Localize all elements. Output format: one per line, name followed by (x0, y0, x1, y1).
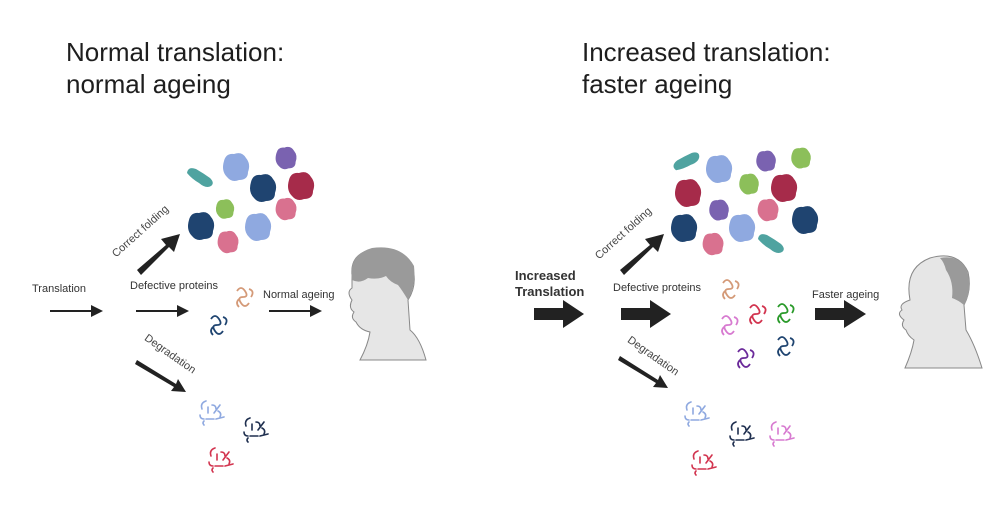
right-folded-proteins (671, 145, 819, 256)
folded-protein (288, 172, 315, 200)
degraded-fragments (199, 400, 225, 426)
right-arrows (534, 234, 866, 388)
right-degraded-proteins (684, 401, 795, 476)
degradation-arrow (135, 360, 186, 392)
degraded-fragments (684, 401, 710, 427)
folded-protein (671, 145, 702, 178)
translation-label: Translation (32, 283, 87, 295)
left-arrows (50, 234, 322, 392)
folded-protein (275, 197, 297, 221)
defective-protein (737, 348, 755, 369)
folded-protein (245, 213, 272, 241)
defective-protein (210, 315, 228, 336)
folded-protein (250, 174, 277, 202)
folded-protein (792, 206, 819, 234)
translation-arrow (534, 300, 584, 328)
degraded-fragments (729, 421, 755, 447)
defective-proteins-label: Defective proteins (613, 282, 702, 294)
folded-protein (709, 199, 729, 221)
panel-left-title: Normal translation: normal ageing (66, 36, 284, 100)
folded-protein (758, 234, 784, 253)
defective-arrow (621, 300, 671, 328)
title-line-1: Normal translation: (66, 37, 285, 67)
folded-protein (757, 198, 779, 222)
defective-protein (777, 336, 795, 357)
defective-protein (777, 303, 795, 324)
folded-protein (771, 174, 798, 202)
right-defective-proteins (721, 279, 795, 369)
left-folded-proteins (187, 146, 315, 254)
faster-ageing-label: Faster ageing (812, 289, 880, 301)
defective-protein (722, 279, 740, 300)
left-degraded-proteins (199, 400, 269, 473)
increased-translation-label: Increased Translation (515, 268, 585, 299)
folded-protein (275, 146, 297, 170)
correct-folding-arrow (620, 234, 664, 275)
left-defective-proteins (210, 287, 254, 336)
degradation-arrow (618, 356, 668, 388)
folded-protein (223, 153, 250, 181)
young-person-icon (348, 247, 427, 361)
defective-proteins-label: Defective proteins (130, 280, 219, 292)
old-person-icon (898, 255, 983, 369)
ageing-arrow (815, 300, 866, 328)
title-line-2: faster ageing (582, 69, 733, 99)
defective-protein (749, 304, 767, 325)
correct-folding-arrow (137, 234, 180, 275)
folded-protein (702, 232, 724, 256)
folded-protein (791, 147, 811, 169)
folded-protein (739, 173, 759, 195)
folded-protein (671, 214, 698, 242)
degraded-fragments (243, 417, 269, 443)
folded-protein (187, 168, 213, 187)
title-line-1: Increased translation: (582, 37, 831, 67)
folded-protein (706, 155, 733, 183)
normal-ageing-label: Normal ageing (263, 289, 335, 301)
folded-protein (217, 230, 239, 254)
defective-protein (236, 287, 254, 308)
defective-protein (721, 315, 739, 336)
folded-protein (729, 214, 756, 242)
panel-right-title: Increased translation: faster ageing (582, 36, 831, 100)
folded-protein (675, 179, 702, 207)
degraded-fragments (769, 421, 795, 447)
degraded-fragments (691, 450, 717, 476)
folded-protein (188, 212, 215, 240)
title-line-2: normal ageing (66, 69, 231, 99)
folded-protein (756, 150, 776, 172)
degraded-fragments (208, 447, 234, 473)
folded-protein (215, 199, 235, 219)
